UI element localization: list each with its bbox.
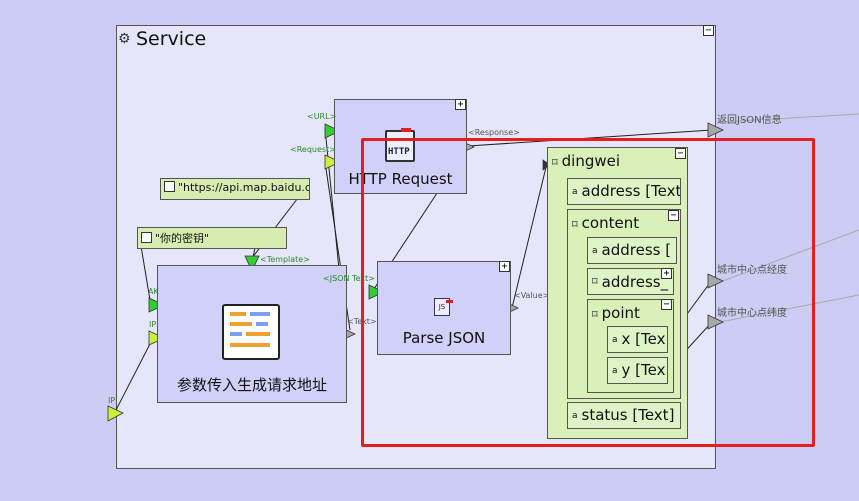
template-icon [222,304,280,360]
address-expand-button[interactable]: + [661,268,672,279]
constant-url[interactable]: "https://api.map.baidu.com [160,178,310,200]
parse-json-node[interactable]: JS Parse JSON [377,261,511,355]
constant-key[interactable]: "你的密钥" [137,227,287,249]
text-type-icon: a [572,411,578,421]
service-ip-label: IP [108,396,116,405]
http-request-node[interactable]: HTTP HTTP Request [334,99,467,194]
content-collapse-button[interactable]: − [668,210,679,221]
port-out-lng [707,273,724,289]
constant-icon [141,232,152,243]
text-type-icon: a [592,246,598,256]
port-response-label: <Response> [468,128,520,137]
field-content-address-struct[interactable]: ⌑address_ [587,268,674,295]
port-service-ip [107,405,124,422]
http-expand-button[interactable]: + [455,99,466,110]
dingwei-collapse-button[interactable]: − [675,148,686,159]
wire-value-to-dingwei [511,162,548,309]
point-collapse-button[interactable]: − [661,299,672,310]
content-header: ⌑content [572,214,640,232]
output-lat-label: 城市中心点纬度 [717,308,787,319]
port-request-label: <Request> [290,145,336,154]
port-ak [148,297,165,313]
service-collapse-button[interactable]: − [703,25,714,36]
point-header: ⌑point [592,304,640,322]
text-type-icon: a [572,187,578,197]
port-json-text [368,284,385,300]
port-out-lat [707,314,724,330]
port-json-text-label: <JSON Text> [323,274,375,283]
template-title: 参数传入生成请求地址 [176,376,327,394]
struct-icon: ⌑ [552,156,558,169]
struct-icon: ⌑ [592,275,598,288]
port-value-label: <Value> [514,291,550,300]
port-ip [148,330,165,346]
highlight-box [361,138,815,447]
dingwei-header: ⌑dingwei [552,152,621,170]
text-type-icon: a [612,335,618,345]
text-type-icon: a [612,366,618,376]
struct-icon: ⌑ [592,308,598,321]
port-dingwei-in [542,159,551,171]
http-file-icon: HTTP [385,128,415,162]
port-template [244,255,260,272]
port-template-label: <Template> [260,255,310,264]
port-url-label: <URL> [307,112,337,121]
template-node[interactable]: 参数传入生成请求地址 [157,265,347,403]
gear-icon: ⚙ [118,31,131,47]
wire-ip-to-ip [114,339,153,413]
constant-icon [164,181,175,192]
output-lng-label: 城市中心点经度 [717,265,787,276]
wire-key-to-ak [139,239,151,301]
parse-json-expand-button[interactable]: + [499,261,510,272]
port-ip-label: IP [149,320,157,329]
struct-icon: ⌑ [572,218,578,231]
parse-json-title: Parse JSON [402,329,486,347]
port-url [324,123,341,139]
port-ak-label: AK [148,287,159,296]
output-json-info-label: 返回JSON信息 [717,115,782,126]
port-request [324,154,341,170]
service-title: Service [136,28,207,50]
http-request-title: HTTP Request [348,170,453,188]
port-out-json [707,122,724,138]
